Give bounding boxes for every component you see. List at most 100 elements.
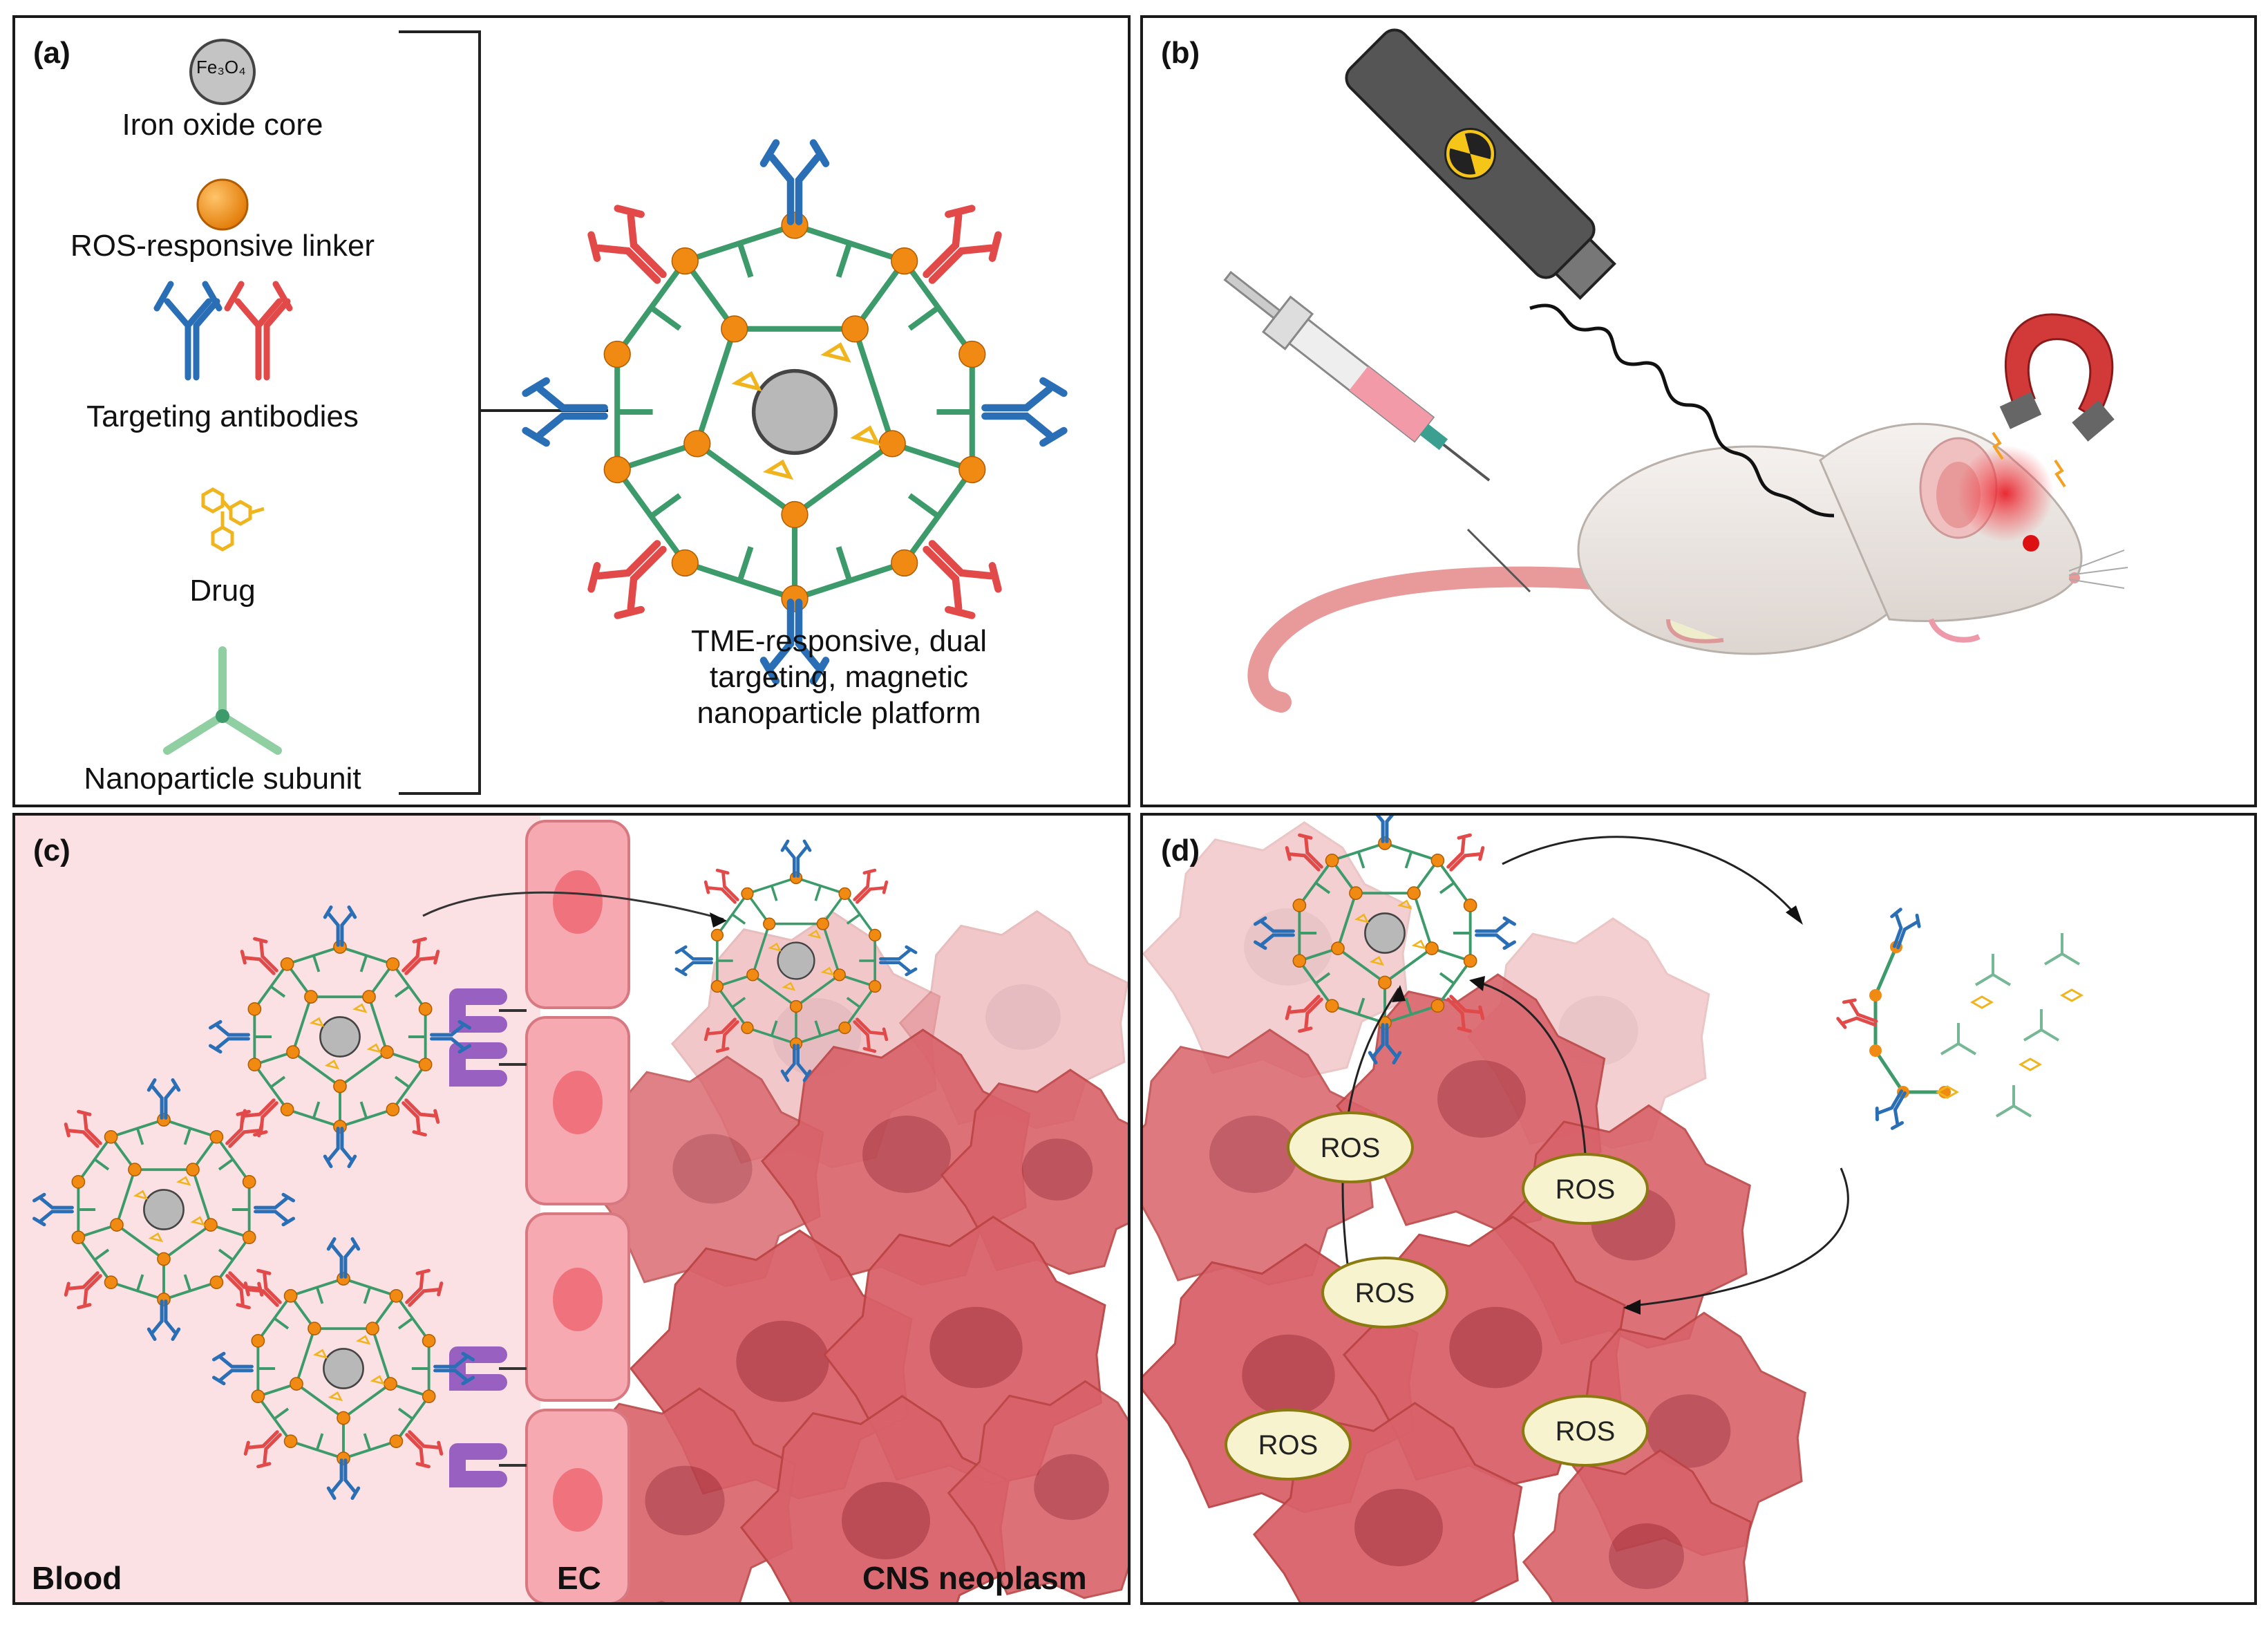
legend-nanoparticle-subunit: Nanoparticle subunit xyxy=(84,762,361,796)
magnet xyxy=(1992,313,2115,488)
region-ec: EC xyxy=(557,1560,601,1596)
antibody xyxy=(923,205,1002,284)
panel-c-graphics xyxy=(15,816,1128,1602)
antibody xyxy=(32,1192,74,1227)
ros-label: ROS xyxy=(1258,1430,1319,1460)
antibody xyxy=(1253,916,1295,950)
ros-bubble: ROS xyxy=(1321,1257,1448,1328)
radiation-wave xyxy=(1529,303,1835,518)
disassembled-nanoparticle xyxy=(1836,908,2084,1130)
antibody xyxy=(522,377,608,447)
antibody xyxy=(254,1192,296,1227)
drug-icon xyxy=(201,487,265,552)
antibody xyxy=(1890,908,1921,950)
antibody xyxy=(326,1458,361,1501)
antibody xyxy=(64,1271,102,1310)
panel-b-graphics xyxy=(1223,28,2128,713)
antibody xyxy=(225,1271,264,1310)
tumor-cell xyxy=(947,1380,1128,1599)
platform-caption-line-1: TME-responsive, dual xyxy=(691,624,987,658)
tumor-cell xyxy=(739,1395,1010,1602)
tumor-cells-d xyxy=(1143,821,1806,1602)
ros-bubble: ROS xyxy=(1287,1111,1414,1183)
injection-line xyxy=(1466,528,1531,593)
platform-caption-line-2: targeting, magnetic xyxy=(709,660,969,694)
iron-oxide-core-icon xyxy=(189,39,256,105)
panel-a: (a) xyxy=(12,15,1131,807)
antibody xyxy=(208,1020,250,1054)
arrows-d xyxy=(1341,836,1849,1308)
tumor-cell xyxy=(760,1028,1031,1286)
iron-core xyxy=(751,368,838,455)
antibody xyxy=(401,1098,440,1137)
tumor-cell xyxy=(1522,1449,1752,1602)
antibody xyxy=(587,205,667,284)
iron-core xyxy=(1364,912,1406,954)
antibody xyxy=(981,377,1068,447)
panel-c: (c) Blood EC CNS neoplasm xyxy=(12,813,1131,1605)
panel-b-label: (b) xyxy=(1161,36,1200,70)
ros-bubble: ROS xyxy=(1522,1395,1649,1467)
nanoparticle xyxy=(208,905,472,1169)
antibody xyxy=(1368,1023,1402,1065)
legend-drug: Drug xyxy=(189,574,256,608)
nanoparticle xyxy=(32,1078,296,1342)
ros-bubble: ROS xyxy=(1522,1153,1649,1225)
antibody xyxy=(240,1098,278,1137)
ros-label: ROS xyxy=(1355,1278,1415,1308)
antibody xyxy=(147,1299,181,1342)
antibody xyxy=(430,1020,472,1054)
antibody xyxy=(1836,998,1878,1029)
antibody xyxy=(147,1078,181,1120)
ec-nuclei xyxy=(553,870,603,1532)
antibody xyxy=(64,1109,102,1148)
legend-targeting-antibodies: Targeting antibodies xyxy=(86,400,359,433)
antibody xyxy=(433,1351,475,1386)
antibody xyxy=(853,868,889,904)
antibody xyxy=(1285,833,1323,872)
ros-label: ROS xyxy=(1556,1174,1616,1205)
antibody xyxy=(853,1017,889,1053)
antibody xyxy=(1285,995,1323,1033)
panel-d-graphics: ROS ROS ROS ROS ROS xyxy=(1143,816,2084,1602)
nanoparticle xyxy=(211,1237,475,1501)
ros-label: ROS xyxy=(1556,1416,1616,1447)
ros-bubble: ROS xyxy=(1225,1409,1352,1481)
antibody xyxy=(326,1237,361,1279)
antibody xyxy=(923,540,1002,619)
antibody xyxy=(703,868,739,904)
nanoparticles-c xyxy=(32,839,918,1501)
antibody xyxy=(674,945,713,977)
antibody xyxy=(759,139,830,225)
antibody xyxy=(759,599,830,685)
antibody xyxy=(1446,833,1485,872)
radiation-device xyxy=(1345,28,1616,300)
iron-core xyxy=(323,1348,364,1389)
antibody xyxy=(243,1430,282,1469)
subunit-icon xyxy=(163,646,282,755)
tumor-glow xyxy=(1957,445,2054,542)
nanoparticle xyxy=(1253,816,1517,1065)
transcytosis-arrow xyxy=(422,891,724,921)
antibody xyxy=(1475,916,1517,950)
panel-a-label: (a) xyxy=(33,36,70,70)
legend-core-symbol: Fe₃O₄ xyxy=(196,57,246,77)
legend-ros-linker: ROS-responsive linker xyxy=(70,229,375,263)
panel-a-graphics xyxy=(153,30,1068,795)
antibody xyxy=(211,1351,254,1386)
ros-linker-icon xyxy=(196,178,249,231)
antibody xyxy=(323,1127,357,1169)
antibody-icon xyxy=(153,281,293,381)
antibody xyxy=(1446,995,1485,1033)
antibody xyxy=(323,905,357,947)
region-cns-neoplasm: CNS neoplasm xyxy=(862,1560,1087,1596)
region-blood: Blood xyxy=(32,1560,122,1596)
tumor-cell xyxy=(1143,821,1412,1079)
antibody xyxy=(240,937,278,975)
mouse-eye xyxy=(2023,535,2039,552)
ros-label: ROS xyxy=(1321,1133,1381,1163)
antibody xyxy=(780,839,812,878)
nanoparticle xyxy=(522,139,1068,685)
receptor-stalks-c xyxy=(499,1009,527,1467)
